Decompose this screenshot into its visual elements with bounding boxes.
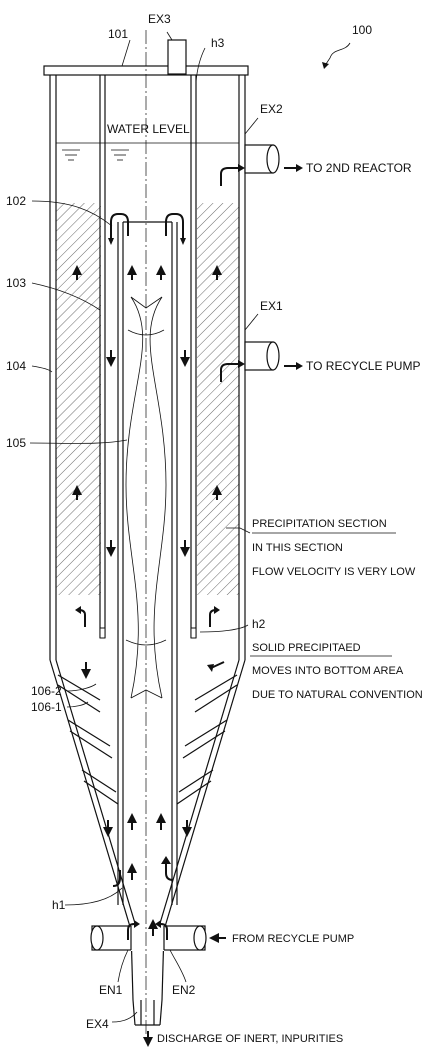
label-precipitation-3: FLOW VELOCITY IS VERY LOW bbox=[252, 566, 416, 578]
label-103: 103 bbox=[6, 276, 26, 290]
label-precipitation-2: IN THIS SECTION bbox=[252, 542, 343, 554]
u-bend-left bbox=[108, 213, 129, 245]
baffle-plates bbox=[57, 674, 238, 805]
ex1-nozzle bbox=[220, 341, 303, 382]
precipitation-zone-left bbox=[56, 203, 101, 595]
leader-lines bbox=[29, 31, 396, 1023]
label-ex2: EX2 bbox=[260, 102, 283, 116]
label-ex1: EX1 bbox=[260, 299, 283, 313]
label-from-recycle-pump: FROM RECYCLE PUMP bbox=[232, 933, 354, 945]
ex2-nozzle bbox=[220, 144, 303, 186]
label-h3: h3 bbox=[211, 36, 225, 50]
label-106-2: 106-2 bbox=[31, 684, 62, 698]
bottom-inlet-pipe bbox=[90, 925, 207, 951]
label-h2: h2 bbox=[252, 617, 266, 631]
label-solid-2: MOVES INTO BOTTOM AREA bbox=[252, 665, 404, 677]
middle-tube bbox=[99, 75, 197, 639]
label-en1: EN1 bbox=[99, 983, 123, 997]
label-102: 102 bbox=[6, 194, 26, 208]
label-water-level: WATER LEVEL bbox=[107, 122, 190, 136]
ex4-outlet bbox=[132, 999, 163, 1026]
label-precipitation-1: PRECIPITATION SECTION bbox=[252, 518, 387, 530]
label-to-recycle-pump: TO RECYCLE PUMP bbox=[306, 359, 420, 373]
label-106-1: 106-1 bbox=[31, 700, 62, 714]
label-100: 100 bbox=[352, 23, 372, 37]
label-ex4: EX4 bbox=[86, 1017, 109, 1031]
precipitation-zone-right bbox=[197, 203, 239, 595]
label-discharge: DISCHARGE OF INERT, INPURITIES bbox=[157, 1033, 343, 1045]
label-101: 101 bbox=[108, 27, 128, 41]
label-104: 104 bbox=[6, 359, 26, 373]
flow-arrows bbox=[72, 265, 226, 1047]
label-solid-1: SOLID PRECIPITAED bbox=[252, 642, 361, 654]
label-ex3: EX3 bbox=[148, 12, 171, 26]
label-solid-3: DUE TO NATURAL CONVENTION bbox=[252, 689, 423, 701]
label-105: 105 bbox=[6, 436, 26, 450]
water-level-marks bbox=[56, 142, 239, 161]
label-to-2nd-reactor: TO 2ND REACTOR bbox=[306, 161, 412, 175]
u-bend-right bbox=[165, 213, 186, 245]
label-en2: EN2 bbox=[172, 983, 196, 997]
ex3-nozzle bbox=[167, 39, 187, 75]
label-h1: h1 bbox=[52, 898, 66, 912]
static-mixer bbox=[125, 296, 167, 699]
inner-tube bbox=[117, 221, 178, 905]
